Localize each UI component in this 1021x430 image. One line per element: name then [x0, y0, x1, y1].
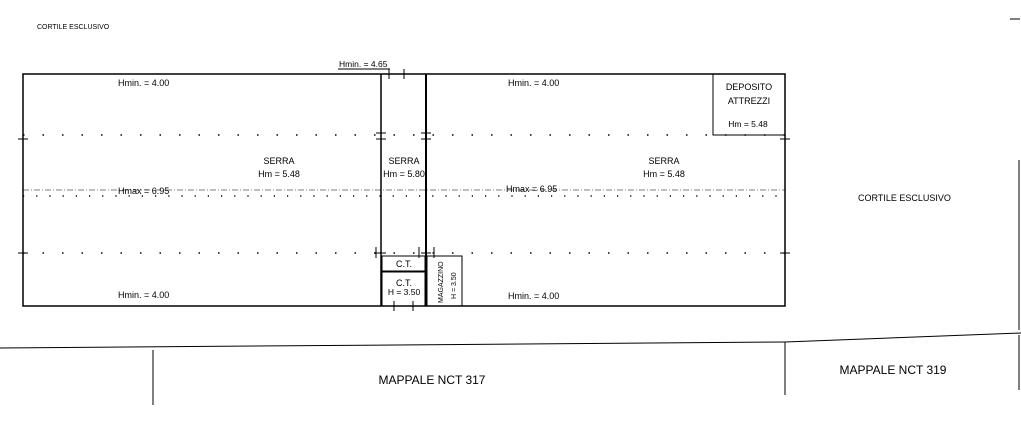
left-hmax: Hmax = 6.95 — [118, 186, 169, 196]
left-hmin-bottom: Hmin. = 4.00 — [118, 290, 169, 300]
left-serra-name: SERRA — [263, 156, 294, 166]
right-serra-hm: Hm = 5.48 — [643, 169, 685, 179]
ct-upper-room — [381, 255, 426, 272]
mid-serra-hm: Hm = 5.80 — [383, 169, 425, 179]
right-hmax: Hmax = 6.95 — [506, 184, 557, 194]
right-serra-name: SERRA — [648, 156, 679, 166]
deposito-name-2: ATTREZZI — [728, 96, 770, 106]
ct-lower-label: C.T. — [396, 278, 412, 288]
left-serra-hm: Hm = 5.48 — [258, 169, 300, 179]
ct-lower-room — [381, 271, 426, 307]
left-hmin-top: Hmin. = 4.00 — [118, 78, 169, 88]
parcel-317-label: MAPPALE NCT 317 — [379, 373, 486, 387]
mid-serra-name: SERRA — [388, 156, 419, 166]
magazzino-label: MAGAZZINO — [438, 261, 445, 303]
deposito-hm: Hm = 5.48 — [728, 119, 768, 129]
hmin-center-label: Hmin. = 4.65 — [339, 59, 388, 69]
cortile-label-top: CORTILE ESCLUSIVO — [37, 24, 110, 31]
deposito-name-1: DEPOSITO — [726, 82, 772, 92]
magazzino-height: H = 3.50 — [451, 272, 458, 299]
cortile-label-right: CORTILE ESCLUSIVO — [858, 193, 951, 203]
magazzino-room — [426, 255, 463, 307]
ct-height: H = 3.50 — [388, 287, 421, 297]
parcel-319-label: MAPPALE NCT 319 — [840, 363, 947, 377]
right-hmin-top: Hmin. = 4.00 — [508, 78, 559, 88]
parcel-boundary-left — [0, 341, 786, 349]
parcel-boundary-right — [784, 332, 1021, 343]
deposito-room — [712, 73, 786, 136]
right-hmin-bottom: Hmin. = 4.00 — [508, 291, 559, 301]
ct-upper-label: C.T. — [396, 259, 412, 269]
column-ticks — [18, 69, 790, 311]
